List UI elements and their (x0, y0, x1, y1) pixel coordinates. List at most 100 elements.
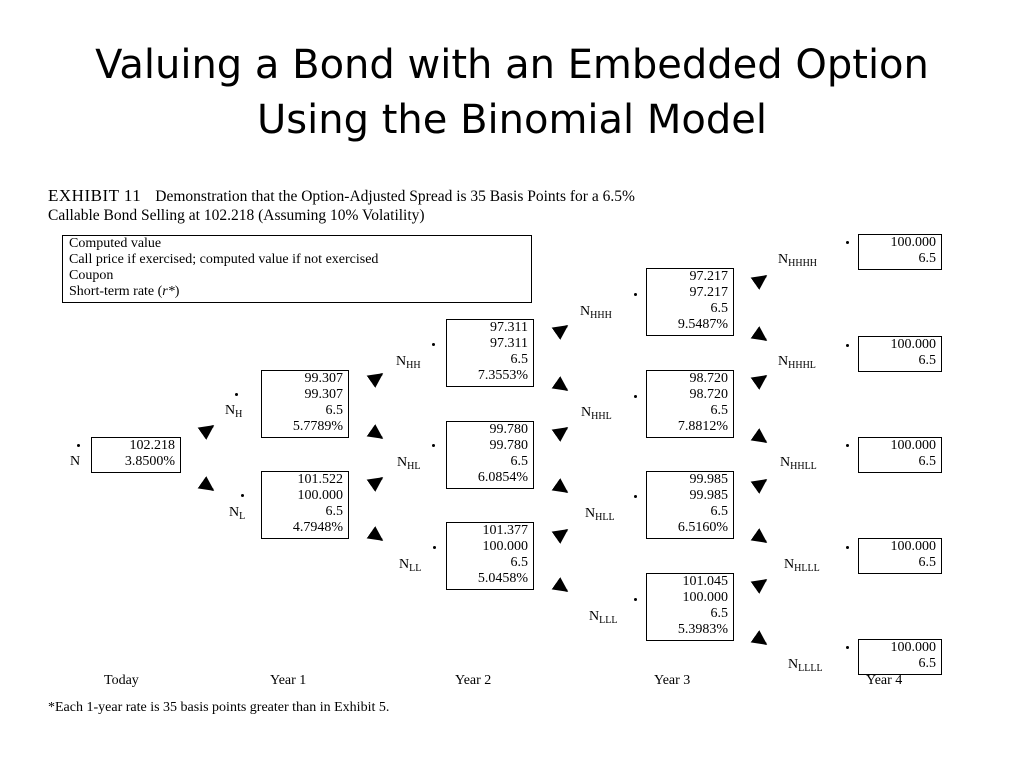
node-nllll-label: NLLLL (788, 657, 823, 674)
node-nhhh-label: NHHH (580, 304, 612, 321)
node-nhhll-computed: 100.000 (890, 438, 937, 453)
node-nh-rate: 5.7789% (292, 419, 343, 434)
arrow-nhll-to-nhlll (750, 528, 768, 544)
node-nh-computed: 99.307 (304, 371, 344, 386)
node-nhh-box: 97.311 97.311 6.5 7.3553% (446, 319, 534, 387)
node-nhhl-box: 98.720 98.720 6.5 7.8812% (646, 370, 734, 438)
node-nh-label: NH (225, 403, 243, 420)
year-label-3: Year 3 (654, 673, 691, 688)
node-nhhhl-coupon: 6.5 (918, 353, 937, 368)
node-nlll-coupon: 6.5 (710, 606, 729, 621)
node-nlll-label: NLLL (589, 609, 618, 626)
node-nll-box: 101.377 100.000 6.5 5.0458% (446, 522, 534, 590)
node-nhhh-dot (634, 293, 637, 296)
node-nlll-rate: 5.3983% (677, 622, 728, 637)
node-nhhll-dot (846, 444, 849, 447)
node-nlll-computed: 101.045 (682, 574, 729, 589)
node-n-computed: 102.218 (129, 438, 176, 453)
node-nhhl-dot (634, 395, 637, 398)
node-nhll-box: 99.985 99.985 6.5 6.5160% (646, 471, 734, 539)
arrow-nhll-to-nhhll (750, 478, 768, 494)
arrow-nhl-to-nhhl (551, 426, 569, 442)
slide-title: Valuing a Bond with an Embedded Option U… (0, 38, 1024, 148)
node-nhh-call: 97.311 (490, 336, 528, 351)
node-nlll-box: 101.045 100.000 6.5 5.3983% (646, 573, 734, 641)
node-nl-call: 100.000 (297, 488, 344, 503)
node-nl-coupon: 6.5 (325, 504, 344, 519)
node-nhhll-label: NHHLL (780, 455, 817, 472)
node-nlll-call: 100.000 (682, 590, 729, 605)
arrow-nhhh-to-nhhhh (750, 274, 768, 290)
node-nll-call: 100.000 (482, 539, 529, 554)
node-nhll-dot (634, 495, 637, 498)
arrow-nh-to-nhh (366, 372, 384, 388)
node-nhll-computed: 99.985 (689, 472, 729, 487)
arrow-n-to-nh (197, 424, 215, 440)
arrow-nhhh-to-nhhhl (750, 326, 768, 342)
node-nhlll-coupon: 6.5 (918, 555, 937, 570)
year-label-today: Today (104, 673, 139, 688)
node-nl-dot (241, 494, 244, 497)
arrow-nhh-to-nhhl (551, 376, 569, 392)
node-nhhhl-computed: 100.000 (890, 337, 937, 352)
node-nh-coupon: 6.5 (325, 403, 344, 418)
node-n-box: 102.218 3.8500% (91, 437, 181, 473)
node-nllll-box: 100.000 6.5 (858, 639, 942, 675)
year-label-1: Year 1 (270, 673, 307, 688)
node-nhll-coupon: 6.5 (710, 504, 729, 519)
legend-short-term-rate: Short-term rate (r*) (69, 284, 180, 299)
node-nh-call: 99.307 (304, 387, 344, 402)
node-nllll-coupon: 6.5 (918, 656, 937, 671)
node-nllll-dot (846, 646, 849, 649)
exhibit-caption-line-2: Callable Bond Selling at 102.218 (Assumi… (48, 207, 425, 224)
node-nl-rate: 4.7948% (292, 520, 343, 535)
node-nhh-rate: 7.3553% (477, 368, 528, 383)
node-nhhh-rate: 9.5487% (677, 317, 728, 332)
node-nhl-dot (432, 444, 435, 447)
node-nhlll-box: 100.000 6.5 (858, 538, 942, 574)
arrow-nh-to-nhl (366, 424, 384, 440)
legend-coupon: Coupon (69, 268, 114, 283)
node-nhl-label: NHL (397, 455, 421, 472)
node-nhhl-computed: 98.720 (689, 371, 729, 386)
node-nl-box: 101.522 100.000 6.5 4.7948% (261, 471, 349, 539)
node-nhl-coupon: 6.5 (510, 454, 529, 469)
node-nll-label: NLL (399, 557, 422, 574)
node-nhhhh-box: 100.000 6.5 (858, 234, 942, 270)
node-nhhhh-computed: 100.000 (890, 235, 937, 250)
node-nhll-call: 99.985 (689, 488, 729, 503)
node-nhhl-rate: 7.8812% (677, 419, 728, 434)
node-nhhhh-dot (846, 241, 849, 244)
arrow-nl-to-nll (366, 526, 384, 542)
node-nll-coupon: 6.5 (510, 555, 529, 570)
exhibit-number: EXHIBIT 11 (48, 186, 142, 205)
node-nll-computed: 101.377 (482, 523, 529, 538)
node-nhhl-call: 98.720 (689, 387, 729, 402)
arrow-nlll-to-nllll (750, 630, 768, 646)
arrow-nhhl-to-nhhhl (750, 374, 768, 390)
exhibit-caption: EXHIBIT 11 Demonstration that the Option-… (48, 186, 968, 225)
node-nhlll-label: NHLLL (784, 557, 820, 574)
exhibit-caption-line-1: Demonstration that the Option-Adjusted S… (155, 188, 635, 205)
node-nhlll-computed: 100.000 (890, 539, 937, 554)
slide-title-line-2: Using the Binomial Model (257, 97, 767, 143)
node-n-rate: 3.8500% (124, 454, 175, 469)
node-nhl-box: 99.780 99.780 6.5 6.0854% (446, 421, 534, 489)
node-nhhhh-coupon: 6.5 (918, 251, 937, 266)
legend-call-price: Call price if exercised; computed value … (69, 252, 379, 267)
node-nhl-rate: 6.0854% (477, 470, 528, 485)
node-nl-computed: 101.522 (297, 472, 344, 487)
year-label-2: Year 2 (455, 673, 492, 688)
node-nhhh-coupon: 6.5 (710, 301, 729, 316)
node-nhhhl-label: NHHHL (778, 354, 816, 371)
arrow-nhh-to-nhhh (551, 324, 569, 340)
node-nhh-computed: 97.311 (490, 320, 528, 335)
arrow-nl-to-nhl (366, 476, 384, 492)
slide-title-line-1: Valuing a Bond with an Embedded Option (95, 42, 929, 88)
node-nhh-dot (432, 343, 435, 346)
node-nhhhl-box: 100.000 6.5 (858, 336, 942, 372)
node-nhhll-box: 100.000 6.5 (858, 437, 942, 473)
legend-computed-value: Computed value (69, 236, 162, 251)
arrow-nlll-to-nhlll (750, 578, 768, 594)
